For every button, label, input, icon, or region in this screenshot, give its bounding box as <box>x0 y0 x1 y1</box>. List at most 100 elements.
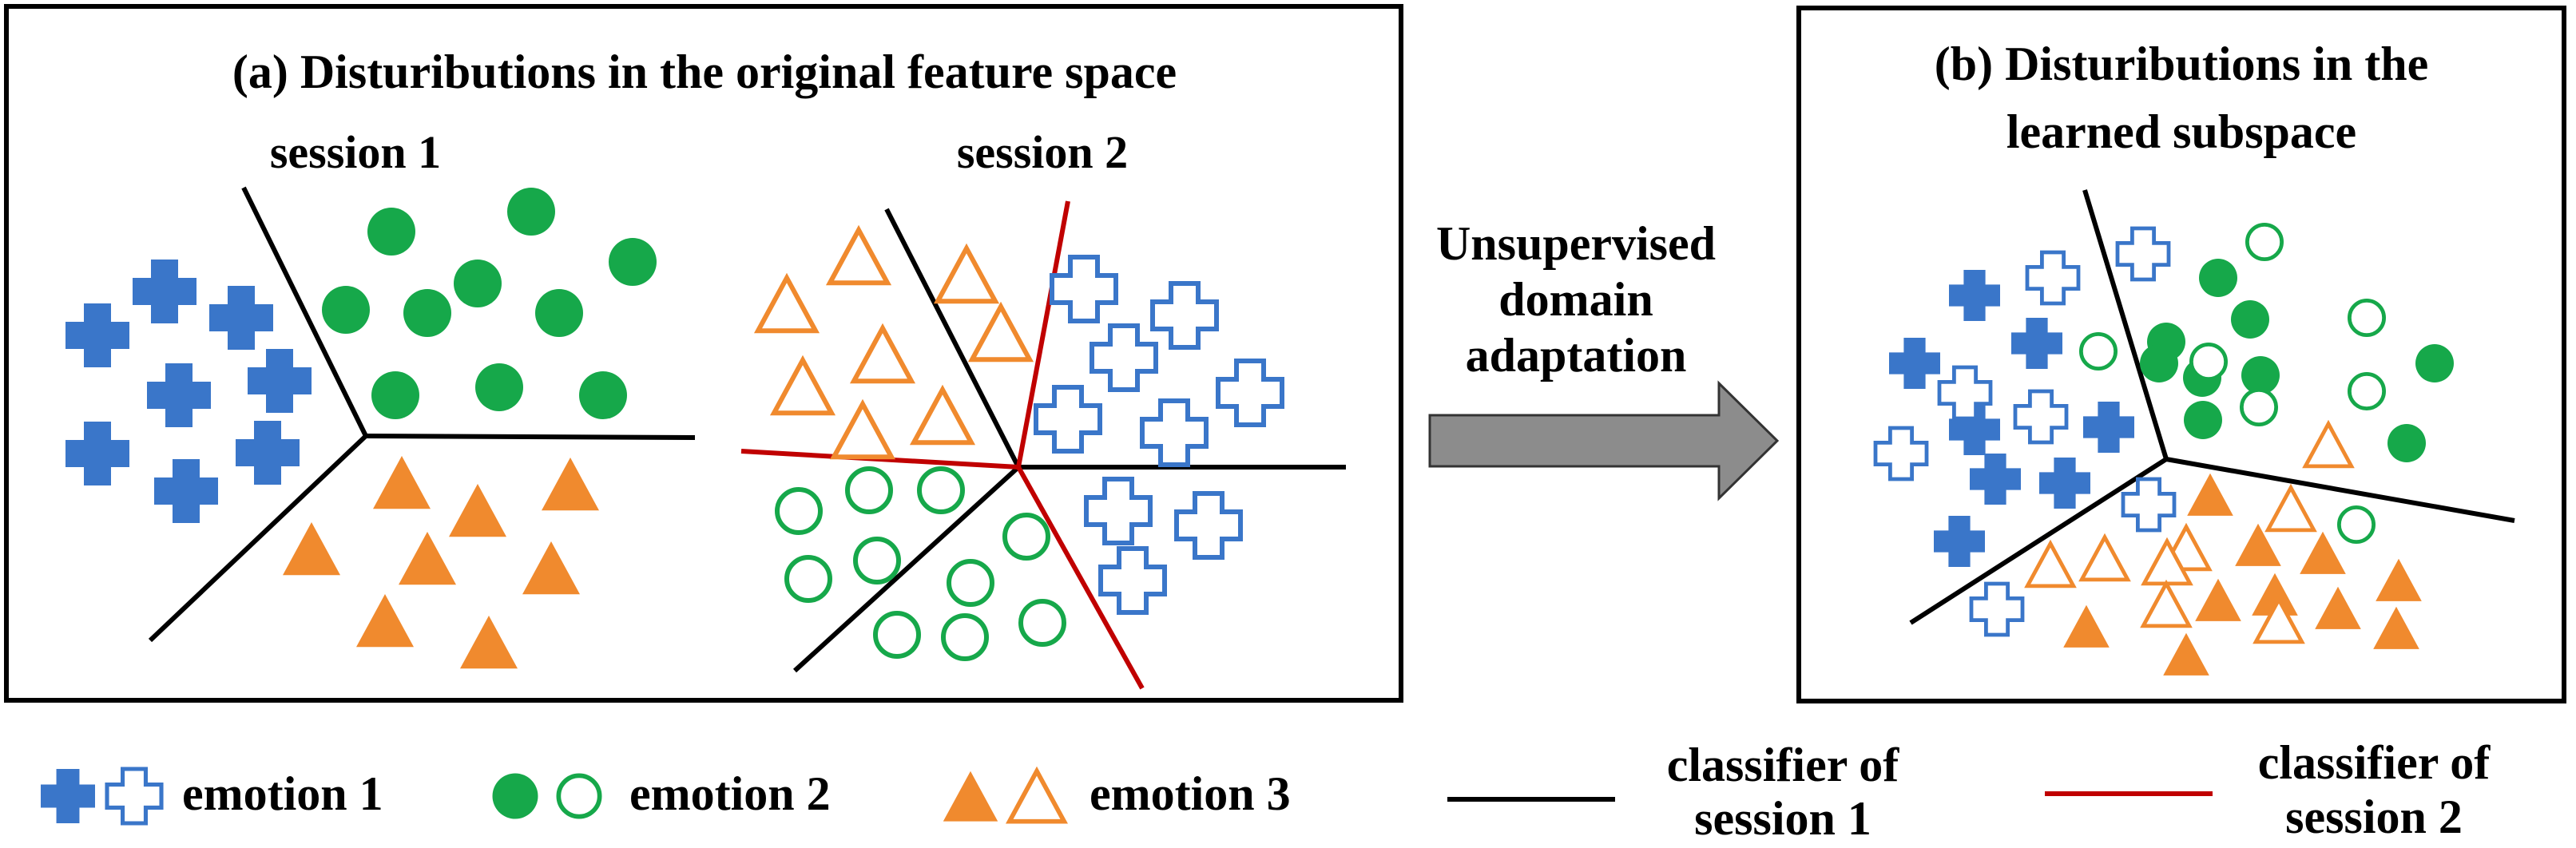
arrow-label-line3: adaptation <box>1466 329 1687 382</box>
emotion-2-session-1-marker <box>403 289 451 337</box>
emotion-1-session-1-marker <box>65 422 129 485</box>
emotion-1-session-2-marker <box>1034 385 1102 454</box>
emotion-3-session-2-marker <box>769 355 836 416</box>
emotion-1-session-1-marker <box>2039 458 2090 509</box>
legend-classifier-1-line1: classifier of <box>1667 739 1899 791</box>
emotion-3-session-2-marker <box>933 243 1000 304</box>
emotion-1-session-2-marker <box>1050 255 1118 323</box>
panel-b-frame <box>1796 6 2566 703</box>
emotion-1-legend-filled-marker <box>41 769 95 823</box>
emotion-2-legend-hollow-marker <box>556 773 602 819</box>
emotion-1-session-2-marker <box>1969 581 2025 637</box>
legend-markers <box>41 766 1068 826</box>
emotion-1-session-1-marker <box>65 303 129 367</box>
legend-classifier-2-line1: classifier of <box>2258 736 2491 789</box>
emotion-2-session-1-marker <box>2415 344 2454 382</box>
emotion-2-session-1-marker <box>367 208 415 256</box>
legend: emotion 1 emotion 2 emotion 3 classifier… <box>41 736 2491 845</box>
emotion-3-session-1-marker <box>373 456 431 509</box>
classifier-1-boundary <box>792 465 1021 673</box>
emotion-2-session-1-marker <box>454 260 502 307</box>
emotion-3-session-2-marker <box>909 384 976 446</box>
emotion-1-session-1-marker <box>1970 454 2021 505</box>
emotion-2-session-1-marker <box>2140 344 2178 382</box>
emotion-3-session-1-marker <box>399 532 456 585</box>
emotion-2-session-1-marker <box>507 188 555 236</box>
emotion-3-legend-hollow-marker <box>1006 766 1068 824</box>
emotion-2-legend-filled-marker <box>492 773 538 819</box>
legend-emotion-3-label: emotion 3 <box>1090 767 1291 820</box>
emotion-3-session-2-marker <box>2302 419 2355 469</box>
classifier-2-boundary <box>1016 466 1145 690</box>
emotion-1-session-1-marker <box>154 459 218 523</box>
emotion-1-session-2-marker <box>1150 281 1219 350</box>
classifier-1-boundary <box>148 434 368 643</box>
emotion-3-session-2-marker <box>849 323 916 384</box>
emotion-1-session-2-marker <box>2115 226 2171 282</box>
emotion-2-session-2-marker <box>2347 371 2386 410</box>
classifier-1-boundary <box>365 434 696 440</box>
emotion-1-session-2-marker <box>1090 323 1158 392</box>
emotion-1-legend-hollow-marker <box>105 767 164 826</box>
classifier-1-boundary <box>2082 189 2169 460</box>
session-1-label: session 1 <box>270 126 441 178</box>
emotion-1-session-1-marker <box>147 363 211 427</box>
emotion-3-session-1-marker <box>2187 473 2233 516</box>
panel-a-title: (a) Distuributions in the original featu… <box>232 46 1177 98</box>
emotion-1-session-1-marker <box>1889 338 1940 389</box>
arrow-label-line1: Unsupervised <box>1436 217 1716 270</box>
emotion-2-session-2-marker <box>775 487 823 535</box>
emotion-1-session-1-marker <box>209 286 273 350</box>
data-point-markers <box>65 188 2454 676</box>
emotion-1-session-2-marker <box>2013 389 2069 445</box>
emotion-2-session-1-marker <box>475 363 523 411</box>
emotion-1-session-2-marker <box>1098 546 1167 615</box>
emotion-2-session-1-marker <box>2241 356 2280 394</box>
legend-emotion-2-label: emotion 2 <box>629 767 831 820</box>
emotion-3-legend-filled-marker <box>943 771 998 822</box>
emotion-2-session-2-marker <box>784 555 832 603</box>
emotion-2-session-1-marker <box>2231 300 2269 339</box>
emotion-1-session-1-marker <box>2011 318 2062 369</box>
emotion-1-session-2-marker <box>1174 491 1243 560</box>
emotion-1-session-1-marker <box>2083 402 2134 453</box>
emotion-2-session-2-marker <box>1002 513 1050 561</box>
classifier-boundaries <box>148 186 2515 690</box>
emotion-1-session-2-marker <box>1937 365 1993 421</box>
legend-classifier-2-line2: session 2 <box>2285 791 2463 843</box>
emotion-2-session-2-marker <box>845 466 893 514</box>
emotion-2-session-2-marker <box>1018 599 1066 647</box>
emotion-3-session-1-marker <box>2163 632 2209 676</box>
emotion-1-session-2-marker <box>1084 477 1153 545</box>
emotion-3-session-1-marker <box>2300 531 2346 574</box>
emotion-3-session-2-marker <box>2024 539 2077 588</box>
emotion-2-session-2-marker <box>2336 505 2376 545</box>
emotion-2-session-2-marker <box>2347 298 2386 337</box>
emotion-3-session-2-marker <box>753 272 820 334</box>
emotion-3-session-1-marker <box>2063 604 2110 648</box>
panel-a-frame <box>4 4 1403 703</box>
adaptation-arrow <box>1428 380 1780 501</box>
emotion-3-session-2-marker <box>2078 533 2131 582</box>
classifier-1-boundary <box>884 208 1021 469</box>
emotion-1-session-1-marker <box>248 349 312 413</box>
emotion-3-session-1-marker <box>2195 578 2241 621</box>
panel-b-title-line2: learned subspace <box>2006 105 2356 158</box>
emotion-1-session-2-marker <box>1216 359 1284 427</box>
classifier-1-boundary <box>241 186 368 438</box>
emotion-2-session-1-marker <box>579 371 627 419</box>
emotion-2-session-2-marker <box>947 559 994 607</box>
emotion-1-session-1-marker <box>133 260 196 323</box>
emotion-2-session-2-marker <box>941 613 989 661</box>
emotion-3-session-2-marker <box>2253 595 2305 644</box>
emotion-3-session-2-marker <box>2264 483 2317 533</box>
emotion-1-session-2-marker <box>1140 398 1209 467</box>
session-2-label: session 2 <box>957 126 1128 178</box>
emotion-3-session-2-marker <box>967 301 1034 363</box>
emotion-3-session-1-marker <box>2376 558 2422 601</box>
emotion-2-session-1-marker <box>535 289 583 337</box>
emotion-3-session-1-marker <box>460 616 518 669</box>
emotion-3-session-1-marker <box>2235 523 2281 566</box>
emotion-2-session-2-marker <box>873 611 921 659</box>
